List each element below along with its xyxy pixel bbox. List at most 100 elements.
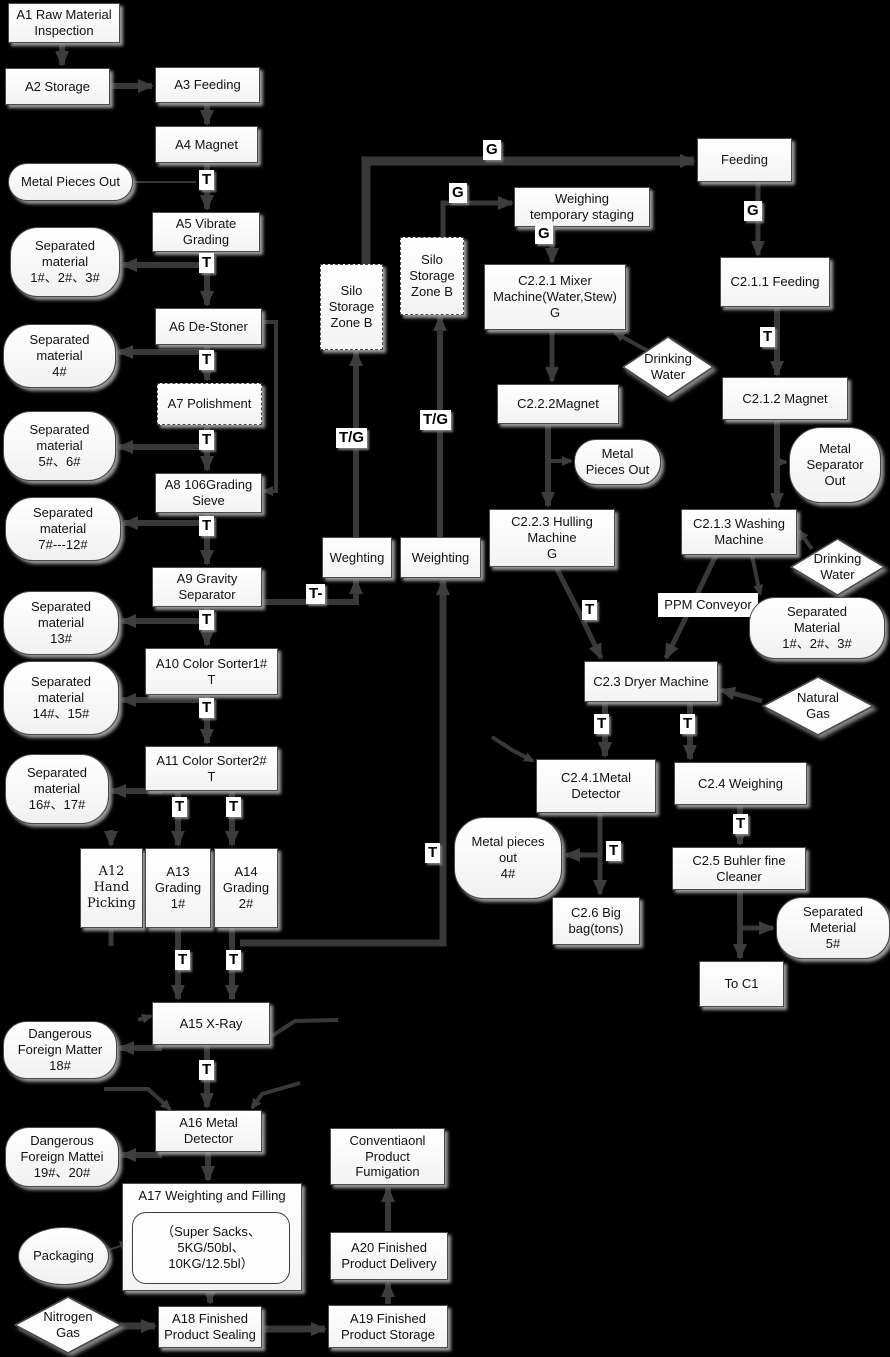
a5-vibrate-grading: A5 Vibrate Grading [152, 212, 260, 252]
ppm-conveyor-label: PPM Conveyor [658, 593, 758, 617]
a7-polishment: A7 Polishment [157, 383, 262, 425]
separated-material-c-1-2-3: Separated Material 1#、2#、3# [749, 597, 885, 659]
weighting: Weighting [400, 537, 481, 578]
chip-a9-a10: T [199, 610, 215, 630]
separated-meterial-5: Separated Meterial 5# [776, 897, 890, 959]
c241-metal-detector: C2.4.1Metal Detector [536, 759, 656, 813]
chip-a4-a5: T [199, 170, 215, 190]
chip-t-c23-c24: T [680, 714, 696, 734]
e-a15-right-stub [270, 1018, 339, 1038]
e-a16-right-zigzag [250, 1081, 301, 1110]
weghting: Weghting [322, 537, 392, 578]
a18-finished-product-sealing: A18 Finished Product Sealing [158, 1306, 262, 1348]
c212-magnet: C2.1.2 Magnet [722, 377, 848, 420]
drinking-water-1: Drinking Water [622, 336, 714, 398]
chip-a11-a14: T [226, 797, 242, 817]
chip-a6-a7: T [199, 350, 215, 370]
separated-material-5-6: Separated material 5#、6# [3, 411, 116, 481]
metal-pieces-out-2: Metal Pieces Out [574, 439, 661, 485]
chip-g-silo-staging: G [449, 183, 467, 203]
e-c213-sep123 [750, 554, 764, 596]
dangerous-foreign-matter-19-20: Dangerous Foreign Mattei 19#、20# [5, 1127, 119, 1187]
c222-magnet: C2.2.2Magnet [497, 384, 619, 424]
chip-g-silo-feeding: G [483, 140, 501, 160]
e-c223-c23 [553, 565, 604, 660]
e-dw1-c221 [613, 331, 651, 354]
chip-a11-a13: T [172, 797, 188, 817]
separated-material-7-12: Separated material 7#---12# [5, 497, 121, 561]
a9-gravity-separator: A9 Gravity Separator [152, 567, 262, 607]
chip-t-c241-out: T [606, 841, 622, 861]
a13-grading-1: A13 Grading 1# [145, 848, 211, 928]
dangerous-foreign-matter-18: Dangerous Foreign Matter 18# [3, 1021, 117, 1079]
c213-washing-machine: C2.1.3 Washing Machine [681, 509, 797, 555]
silo-storage-zone-b-left: Silo Storage Zone B [320, 264, 383, 350]
drinking-water-1-label: Drinking Water [644, 351, 692, 382]
a8-106-grading-sieve: A8 106Grading Sieve [155, 473, 262, 513]
conventional-product-fumigation: Conventiaonl Product Fumigation [330, 1128, 445, 1185]
e-a9-weghting [262, 578, 363, 605]
a3-feeding: A3 Feeding [155, 67, 260, 103]
metal-pieces-out-1: Metal Pieces Out [8, 163, 133, 201]
chip-a5-a6: T [199, 253, 215, 273]
e-ng-c23 [719, 686, 763, 704]
metal-separator-out: Metal Separator Out [789, 427, 881, 503]
a20-finished-product-delivery: A20 Finished Product Delivery [330, 1232, 448, 1280]
drinking-water-2-label: Drinking Water [813, 551, 862, 582]
e-silo-r-staging [440, 196, 514, 237]
chip-g-feeding-c211: G [744, 201, 762, 221]
metal-pieces-out-4: Metal pieces out 4# [454, 817, 562, 899]
e-a16-left-zigzag [104, 1087, 172, 1111]
chip-a10-a11: T [199, 698, 215, 718]
chip-a8-a9: T [199, 516, 215, 536]
e-stub-a15-left [137, 1013, 153, 1024]
separated-material-16-17: Separated material 16#、17# [5, 754, 109, 824]
e-return-to-weighting [240, 579, 450, 947]
a12-hand-picking: A12 Hand Picking [80, 848, 143, 928]
c211-feeding: C2.1.1 Feeding [720, 257, 830, 307]
chip-g-staging-mixer: G [535, 224, 553, 244]
chip-t-c23-c241: T [594, 714, 610, 734]
nitrogen-gas-label: Nitrogen Gas [43, 1309, 93, 1340]
chip-a9-weghting: T- [306, 584, 326, 604]
a6-de-stoner: A6 De-Stoner [155, 308, 262, 345]
nitrogen-gas: Nitrogen Gas [14, 1296, 122, 1354]
separated-material-1-2-3: Separated material 1#、2#、3# [10, 227, 120, 297]
chip-a14-a15: T [226, 950, 242, 970]
feeding-c2: Feeding [697, 138, 792, 182]
chip-a7-a8: T [199, 430, 215, 450]
silo-storage-zone-b-right: Silo Storage Zone B [400, 237, 464, 315]
e-dw2-c213 [797, 529, 814, 551]
a17-pack-sizes: （Super Sacks、 5KG/50bl、 10KG/12.5bl） [132, 1212, 290, 1284]
chip-tg-left: T/G [336, 428, 367, 448]
a2-storage: A2 Storage [5, 68, 110, 105]
e-silo-l-feeding [361, 154, 696, 264]
a1-raw-material-inspection: A1 Raw Material Inspection [8, 3, 120, 43]
e-stub-c241 [490, 735, 535, 763]
chip-a13-a15: T [175, 950, 191, 970]
e-a6-a8-bypass [262, 320, 278, 496]
a11-color-sorter-2: A11 Color Sorter2# T [145, 746, 278, 791]
chip-tg-right: T/G [420, 410, 451, 430]
a14-grading-2: A14 Grading 2# [214, 848, 278, 928]
a16-metal-detector: A16 Metal Detector [155, 1110, 262, 1152]
chip-t-return-line: T [425, 843, 441, 863]
a15-x-ray: A15 X-Ray [152, 1002, 270, 1045]
separated-material-4: Separated material 4# [3, 324, 116, 388]
c223-hulling-machine: C2.2.3 Hulling Machine G [489, 509, 615, 567]
c26-big-bag: C2.6 Big bag(tons) [552, 897, 640, 945]
c25-buhler-fine-cleaner: C2.5 Buhler fine Cleaner [672, 847, 806, 890]
drinking-water-2: Drinking Water [790, 538, 885, 596]
c24-weighing: C2.4 Weighing [674, 762, 807, 805]
c221-mixer-machine: C2.2.1 Mixer Machine(Water,Stew) G [484, 264, 626, 330]
chip-a15-a16: T [199, 1060, 215, 1080]
chip-t-c24-c25: T [733, 814, 749, 834]
c23-dryer-machine: C2.3 Dryer Machine [584, 661, 718, 702]
a19-finished-product-storage: A19 Finished Product Storage [328, 1305, 448, 1348]
chip-t-c223-c23: T [582, 600, 598, 620]
packaging: Packaging [18, 1227, 109, 1285]
separated-material-13: Separated material 13# [3, 591, 119, 655]
natural-gas-label: Natural Gas [797, 690, 839, 721]
chip-t-c211-c212: T [760, 327, 776, 347]
